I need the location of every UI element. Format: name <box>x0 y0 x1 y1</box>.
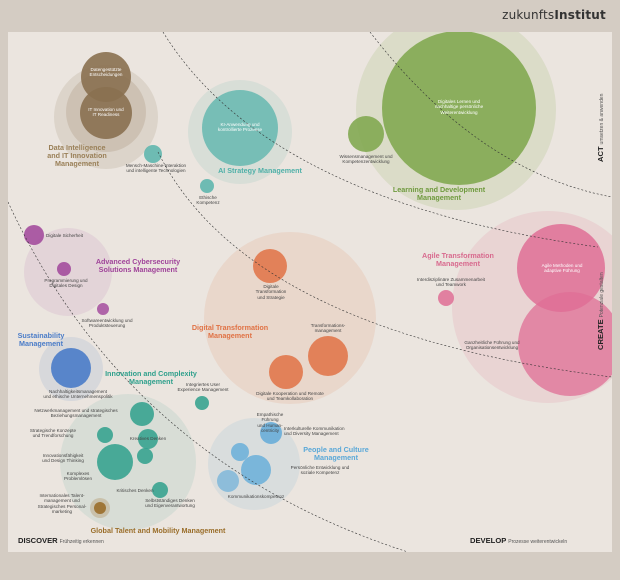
bubble-human-machine <box>144 145 162 163</box>
arc-middle <box>157 151 612 378</box>
category-data-intelligence: Data Intelligence and IT Innovation Mana… <box>47 143 107 169</box>
axis-act-sub: umsetzen & anwenden <box>599 93 605 145</box>
axis-develop-title: DEVELOP <box>470 536 507 545</box>
bubble-personal-development <box>241 455 271 485</box>
axis-create: CREATE Potenziale gestalten <box>596 272 605 350</box>
label-digital-learning: Digitales Lernen und nachhaltige persönl… <box>434 99 484 115</box>
axis-create-sub: Potenziale gestalten <box>599 272 605 318</box>
label-communication: Kommunikationskompetenz <box>227 494 285 499</box>
label-intercultural: Interkulturelle Kommunikation und Divers… <box>284 426 345 437</box>
bubble-sustainability <box>51 348 91 388</box>
label-empathic: Empathische Führung und Human- centricit… <box>256 412 284 434</box>
bubble-remote-collaboration <box>269 355 303 389</box>
label-network-management: Netzwerkmanagement und strategisches Bez… <box>34 408 118 419</box>
label-human-machine: Mensch-Maschine-Interaktion und intellig… <box>125 163 187 174</box>
arc-top-right <box>369 32 612 198</box>
bubble-network-management <box>130 402 154 426</box>
label-it-innovation: IT Innovation und IT Readiness <box>88 107 124 118</box>
bubble-ethics <box>200 179 214 193</box>
label-interdisciplinary: Interdisziplinäre Zusammenarbeit und Tea… <box>417 277 485 288</box>
axis-discover-title: DISCOVER <box>18 536 58 545</box>
label-sustainability: Nachhaltigkeitsmanagement und ethische U… <box>43 389 113 400</box>
bubble-empathic <box>231 443 249 461</box>
label-digital-security: Digitale Sicherheit <box>46 233 84 238</box>
label-talent-management: Internationales Talent- management und S… <box>37 493 87 515</box>
label-agile-methods: Agile Methoden und adaptive Führung <box>541 263 583 274</box>
bubble-software <box>97 303 109 315</box>
bubble-agile-methods <box>517 224 605 312</box>
category-learning: Learning and Development Management <box>392 185 486 203</box>
label-self-directed: Selbstständiges Denken und Eigenverantwo… <box>145 498 195 509</box>
label-knowledge-management: Wissensmanagement und Kompetenzentwicklu… <box>339 154 393 165</box>
label-problem-solving: Komplexes Problemlösen <box>63 471 93 482</box>
bubble-critical-thinking <box>152 482 168 498</box>
bubble-creative-thinking <box>138 429 158 449</box>
category-innovation: Innovation and Complexity Management <box>105 369 197 387</box>
label-holistic-leadership: Ganzheitliche Führung und Organisationse… <box>464 340 520 351</box>
label-software: Softwareentwicklung und Produktsteuerung <box>81 318 133 329</box>
axis-discover-sub: Frühzeitig erkennen <box>59 539 104 545</box>
label-critical-thinking: Kritisches Denken <box>116 488 154 493</box>
bubble-interdisciplinary <box>438 290 454 306</box>
bubble-knowledge-management <box>348 116 384 152</box>
category-cyber: Advanced Cybersecurity Solutions Managem… <box>95 257 181 275</box>
bubble-ux <box>195 396 209 410</box>
bubble-design-thinking <box>97 444 133 480</box>
axis-develop: DEVELOP Prozesse weiterentwickeln <box>470 536 567 545</box>
category-people: People and Culture Management <box>303 445 369 463</box>
axis-act: ACT umsetzen & anwenden <box>596 94 605 162</box>
bubble-programming <box>57 262 71 276</box>
category-talent: Global Talent and Mobility Management <box>90 526 226 535</box>
label-digital-strategy: Digitale Transformation und Strategie <box>255 284 287 300</box>
brand-prefix: zukunfts <box>502 8 555 22</box>
bubble-transformation-management <box>308 336 348 376</box>
bubble-strategic-concepts <box>97 427 113 443</box>
category-digital: Digital Transformation Management <box>191 323 269 341</box>
bubble-communication <box>217 470 239 492</box>
label-creative-thinking: Kreatives Denken <box>129 436 167 441</box>
bubble-it-innovation <box>80 87 132 139</box>
label-design-thinking: Innovationsfähigkeit und Design Thinking <box>42 453 84 464</box>
axis-create-title: CREATE <box>596 319 605 350</box>
brand-suffix: Institut <box>554 8 606 22</box>
label-data-decisions: Datengestützte Entscheidungen <box>89 67 123 78</box>
axis-act-title: ACT <box>596 146 605 162</box>
bubble-digital-strategy <box>253 249 287 283</box>
bubble-ki-application <box>202 90 278 166</box>
bubble-talent-management <box>94 502 106 514</box>
category-ai-strategy: AI Strategy Management <box>218 166 302 175</box>
label-personal-development: Persönliche Entwicklung und soziale Komp… <box>290 465 350 476</box>
arc-top <box>162 32 599 248</box>
label-ki-application: KI-Anwendung und kontrollierte Prozesse <box>217 122 263 133</box>
bubble-holistic-leadership <box>518 292 612 396</box>
axis-discover: DISCOVER Frühzeitig erkennen <box>18 536 104 545</box>
bubble-problem-solving <box>137 448 153 464</box>
label-transformation-management: Transformations- management <box>310 323 346 334</box>
map-graphics <box>8 32 612 552</box>
bubble-data-decisions <box>81 52 131 102</box>
label-ux: Integriertes User Experience Management <box>177 382 229 393</box>
label-programming: Programmierung und Digitales Design <box>44 278 88 289</box>
label-strategic-concepts: Strategische Konzepte und Trendforschung <box>29 428 77 439</box>
axis-develop-sub: Prozesse weiterentwickeln <box>508 539 568 545</box>
bubble-digital-security <box>24 225 44 245</box>
category-sustainability: Sustainability Management <box>17 331 65 349</box>
category-agile: Agile Transformation Management <box>422 251 494 269</box>
label-ethics: Ethische Kompetenz <box>196 195 220 206</box>
brand-logo: zukunftsInstitut <box>502 8 606 22</box>
label-remote-collaboration: Digitale Kooperation und Remote und Team… <box>256 391 324 402</box>
bubble-intercultural <box>260 422 282 444</box>
arc-bottom <box>8 201 409 552</box>
bubble-digital-learning <box>382 32 536 185</box>
skills-map: Data Intelligence and IT Innovation Mana… <box>8 32 612 552</box>
